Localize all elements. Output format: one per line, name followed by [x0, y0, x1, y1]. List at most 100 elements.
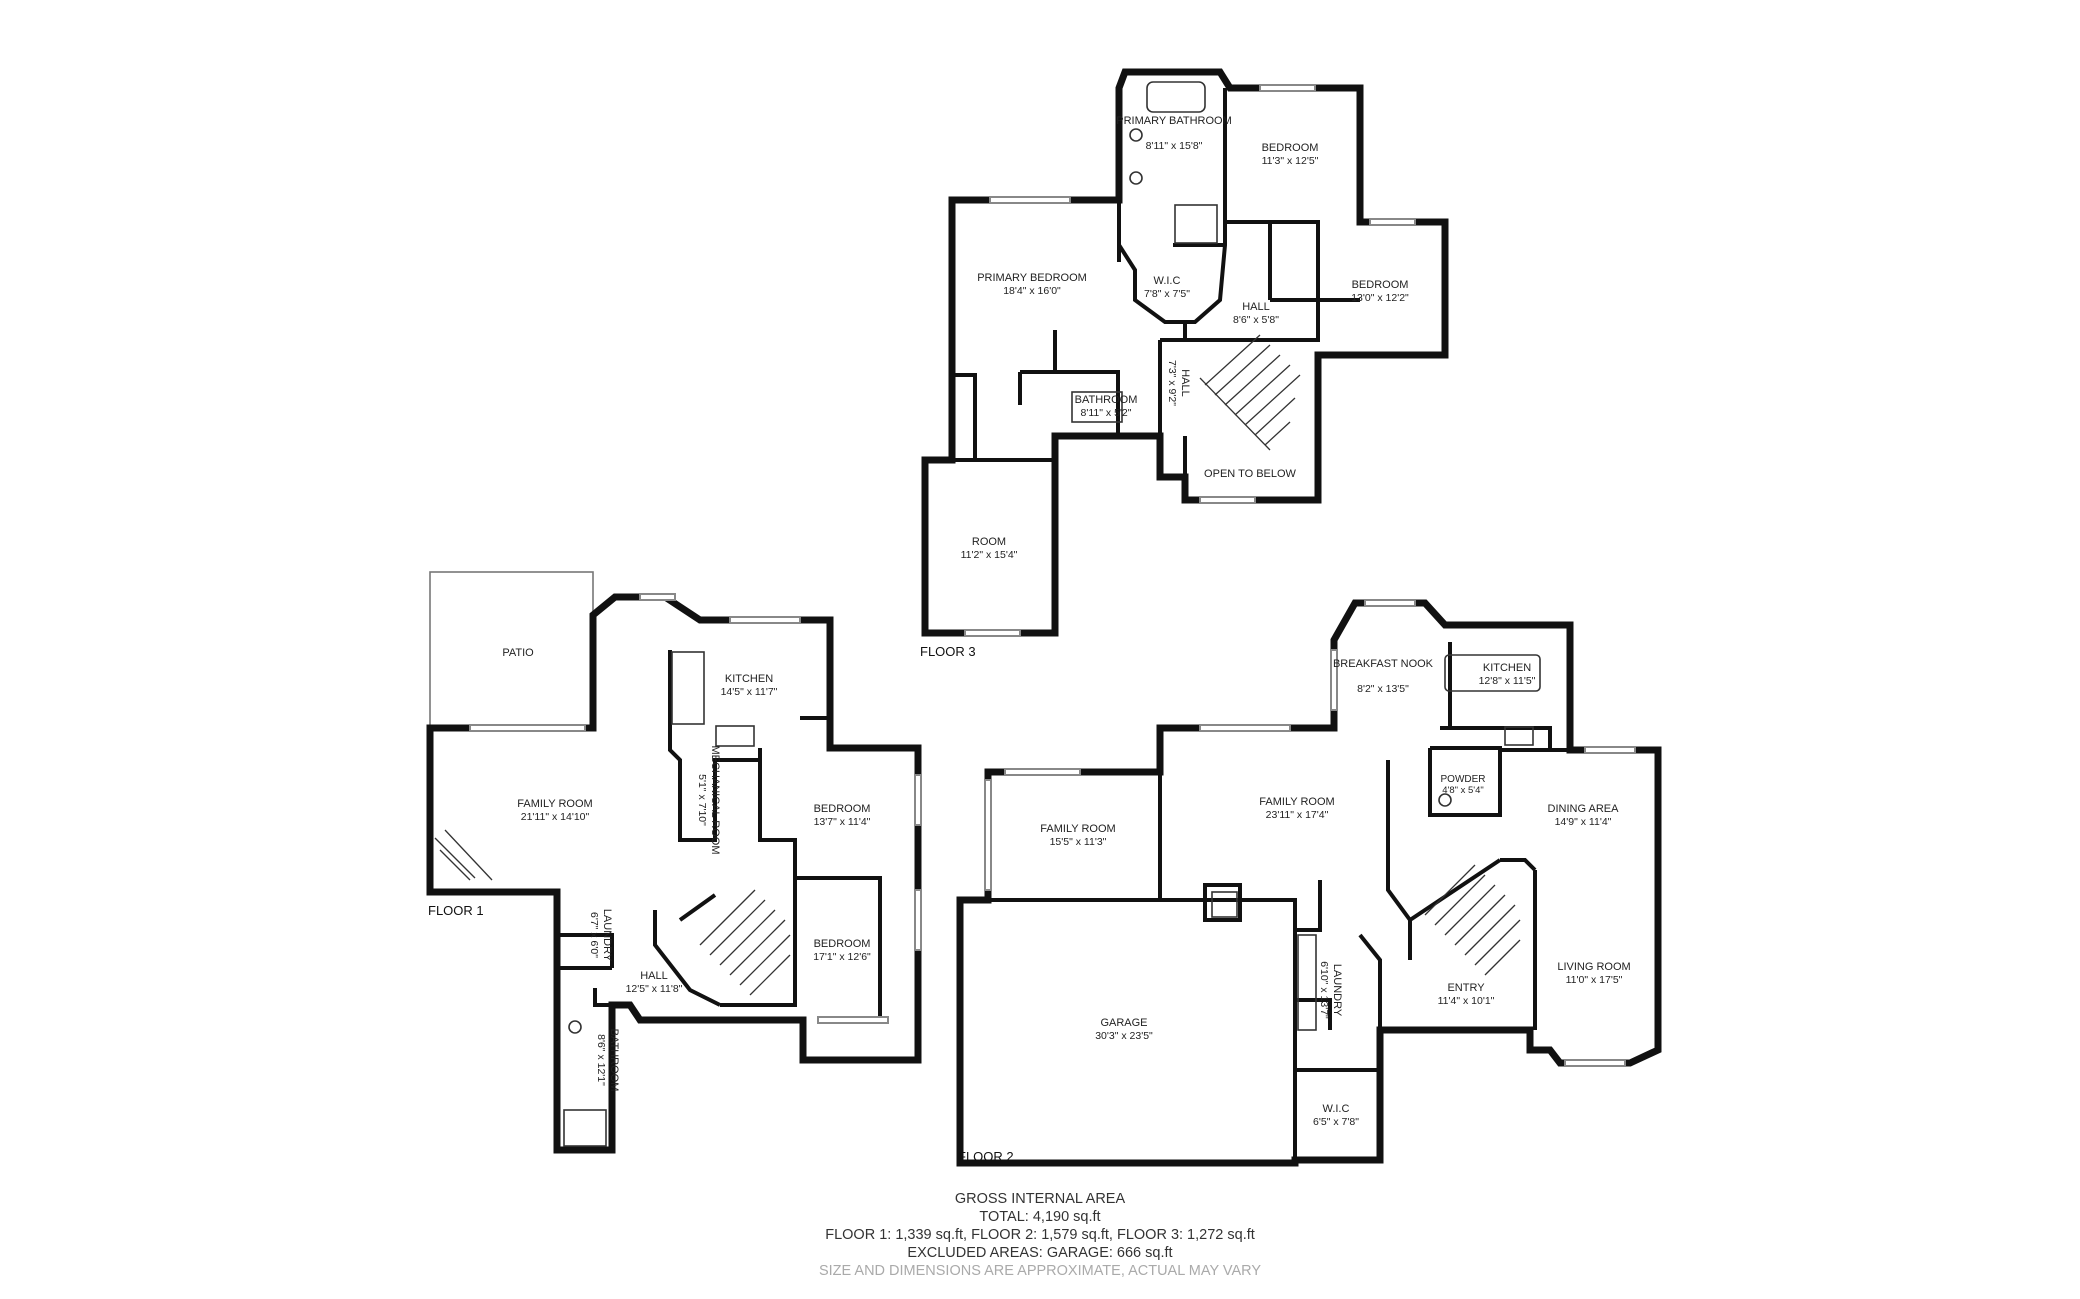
room-name: LAUNDRY: [601, 909, 613, 962]
floor-3-window: [1259, 84, 1316, 92]
floor-2-window: [1330, 649, 1338, 711]
room-name: PATIO: [502, 647, 534, 659]
room-dimensions: 11'2" x 15'4": [961, 549, 1018, 561]
room-dimensions: 17'1" x 12'6": [813, 951, 871, 963]
floor-1-window: [914, 889, 922, 951]
room-dimensions: 15'5" x 11'3": [1050, 836, 1107, 848]
sink-fixture: [1129, 128, 1143, 142]
sink-fixture: [1129, 171, 1143, 185]
floor-3-interior-walls: [925, 88, 1360, 477]
room-name: DINING AREA: [1548, 803, 1620, 815]
floor-3-staircase: [1199, 334, 1301, 451]
floor-3-window: [1199, 496, 1256, 504]
fireplace: [1211, 891, 1238, 918]
kitchen-range: [715, 725, 755, 747]
room-dimensions: 5'1" x 7'10": [696, 774, 708, 826]
floor-2-outer-wall: [956, 599, 1662, 1167]
summary-title: GROSS INTERNAL AREA: [954, 1191, 1126, 1207]
floor-3-window: [964, 629, 1021, 637]
floor-2-staircase: [1424, 864, 1521, 976]
room-dimensions: 8'2" x 13'5": [1357, 683, 1409, 695]
kitchen-range: [1504, 726, 1534, 746]
room-dimensions: 12'5" x 11'8": [626, 983, 683, 995]
room-name: ROOM: [972, 536, 1006, 548]
shower-fixture: [563, 1109, 607, 1147]
floor-2-window: [1199, 724, 1291, 732]
room-name: HALL: [1242, 301, 1270, 313]
kitchen-island: [1444, 654, 1541, 692]
room-name: KITCHEN: [1483, 662, 1531, 674]
bathtub-fixture: [1146, 81, 1206, 113]
room-name: BREAKFAST NOOK: [1333, 658, 1434, 670]
floor-label: FLOOR 1: [428, 903, 484, 918]
summary-total: TOTAL: 4,190 sq.ft: [979, 1209, 1101, 1225]
floor-1-interior-walls: [557, 650, 882, 1020]
summary-floors: FLOOR 1: 1,339 sq.ft, FLOOR 2: 1,579 sq.…: [825, 1227, 1255, 1243]
room-name: LIVING ROOM: [1557, 961, 1630, 973]
room-dimensions: 6'7" x 6'0": [588, 912, 600, 958]
floor-2-window: [1364, 599, 1416, 607]
room-name: HALL: [640, 970, 668, 982]
room-name: BEDROOM: [1352, 279, 1409, 291]
room-dimensions: 18'4" x 16'0": [1003, 285, 1061, 297]
room-name: PRIMARY BEDROOM: [977, 272, 1087, 284]
room-dimensions: 13'7" x 11'4": [814, 816, 871, 828]
room-dimensions: 7'8" x 7'5": [1144, 288, 1190, 300]
room-name: FAMILY ROOM: [1040, 823, 1115, 835]
sink-fixture: [1438, 793, 1452, 807]
laundry-appliances: [1297, 934, 1317, 1031]
room-dimensions: 8'6" x 5'8": [1233, 314, 1279, 326]
floor-1-window: [817, 1016, 889, 1024]
room-dimensions: 13'0" x 12'2": [1351, 292, 1409, 304]
floor-2-plan: [956, 599, 1662, 1167]
room-name: ENTRY: [1447, 982, 1485, 994]
room-dimensions: 23'11" x 17'4": [1266, 809, 1329, 821]
floor-2-interior-walls: [988, 642, 1570, 1160]
sink-fixture: [568, 1020, 582, 1034]
shower-fixture: [1174, 204, 1218, 244]
room-name: BEDROOM: [1262, 142, 1319, 154]
room-name: BATHROOM: [1075, 394, 1138, 406]
room-name: GARAGE: [1100, 1017, 1147, 1029]
floor-1-window: [469, 724, 586, 732]
room-name: FAMILY ROOM: [1259, 796, 1334, 808]
room-name: W.I.C: [1323, 1103, 1350, 1115]
floor-1-plan: [426, 571, 922, 1154]
room-dimensions: 14'9" x 11'4": [1555, 816, 1612, 828]
floor-2-window: [984, 779, 992, 891]
room-dimensions: 6'10" x 13'7": [1318, 961, 1330, 1019]
summary-excluded: EXCLUDED AREAS: GARAGE: 666 sq.ft: [907, 1245, 1173, 1261]
floor-label: FLOOR 3: [920, 644, 976, 659]
kitchen-counter: [671, 651, 705, 725]
room-name: OPEN TO BELOW: [1204, 468, 1297, 480]
room-dimensions: 11'3" x 12'5": [1262, 155, 1319, 167]
floor-3-window: [989, 196, 1071, 204]
room-dimensions: 11'0" x 17'5": [1566, 974, 1623, 986]
room-name: W.I.C: [1154, 275, 1181, 287]
room-name: FAMILY ROOM: [517, 798, 592, 810]
floor-label: FLOOR 2: [958, 1149, 1014, 1164]
summary-note: SIZE AND DIMENSIONS ARE APPROXIMATE, ACT…: [818, 1263, 1262, 1279]
room-name: LAUNDRY: [1331, 964, 1343, 1017]
room-dimensions: 8'6" x 12'1": [595, 1034, 607, 1086]
room-dimensions: 4'8" x 5'4": [1442, 785, 1484, 796]
room-dimensions: 12'8" x 11'5": [1479, 675, 1536, 687]
room-dimensions: 7'3" x 9'2": [1166, 360, 1178, 406]
room-dimensions: 14'5" x 11'7": [721, 686, 778, 698]
floor-1-window: [729, 616, 801, 624]
room-dimensions: 11'4" x 10'1": [1438, 995, 1495, 1007]
room-dimensions: 6'5" x 7'8": [1313, 1116, 1359, 1128]
room-dimensions: 8'11" x 5'2": [1081, 407, 1132, 419]
room-name: BATHROOM: [608, 1029, 620, 1092]
room-dimensions: 21'11" x 14'10": [521, 811, 590, 823]
room-name: POWDER: [1441, 774, 1486, 785]
vanity-fixture: [1071, 391, 1123, 423]
floor-1-window: [639, 593, 676, 601]
floor-1-window: [914, 774, 922, 826]
floor-1-staircase: [434, 829, 791, 996]
room-name: BEDROOM: [814, 803, 871, 815]
floor-2-window: [1004, 768, 1081, 776]
room-name: HALL: [1179, 369, 1191, 397]
floor-3-window: [1369, 218, 1416, 226]
